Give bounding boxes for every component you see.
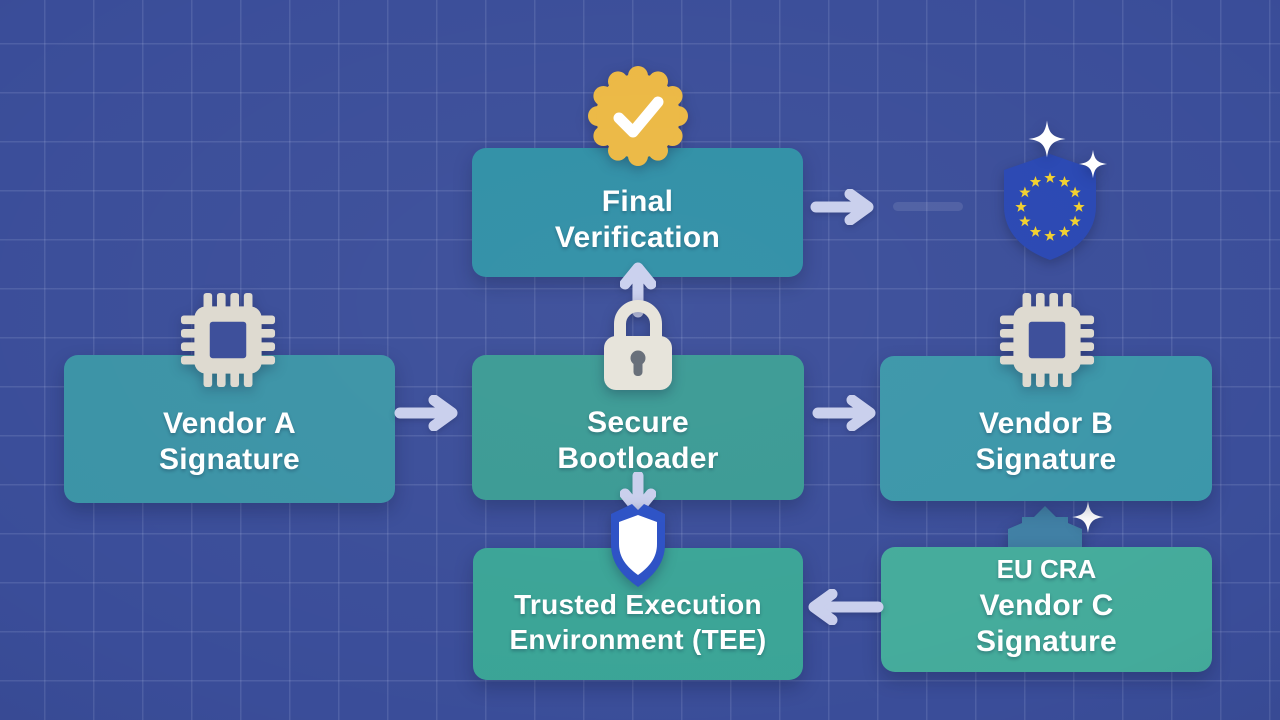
node-label: Environment (TEE) bbox=[509, 624, 767, 655]
eu-cra-tag: EU CRA bbox=[996, 554, 1097, 584]
node-vendor-c-signature: EU CRA Vendor C Signature bbox=[881, 547, 1212, 672]
chip-icon bbox=[180, 292, 276, 388]
node-label: Bootloader bbox=[557, 441, 719, 475]
node-label: Vendor A bbox=[163, 407, 296, 440]
arrow-bootloader-to-vendor-b bbox=[812, 395, 876, 431]
shield-icon bbox=[611, 504, 665, 587]
arrow-vendor-c-to-tee bbox=[808, 589, 884, 625]
node-vendor-a-signature: Vendor A Signature bbox=[64, 355, 395, 503]
arrow-vendor-a-to-bootloader bbox=[394, 395, 458, 431]
node-label: Trusted Execution bbox=[514, 589, 762, 620]
lock-icon bbox=[604, 300, 672, 390]
node-label: Signature bbox=[975, 442, 1117, 476]
node-label: Vendor C bbox=[979, 589, 1114, 622]
node-label: Verification bbox=[554, 220, 721, 254]
node-label: Signature bbox=[975, 625, 1118, 658]
node-label: Signature bbox=[158, 443, 301, 476]
sparkle-icon bbox=[1078, 149, 1108, 179]
node-final-verification: Final Verification bbox=[472, 148, 803, 277]
chip-icon bbox=[999, 292, 1095, 388]
sparkle-icon bbox=[1072, 501, 1104, 533]
node-label: Final bbox=[601, 184, 674, 218]
node-label: Secure bbox=[587, 405, 689, 439]
faded-connector-line bbox=[893, 202, 963, 211]
sparkle-icon bbox=[1028, 120, 1066, 158]
node-label: Vendor B bbox=[978, 406, 1114, 440]
eu-stars-shield-icon bbox=[1004, 154, 1096, 260]
arrow-final-verification-to-eu-shield bbox=[810, 189, 874, 225]
verified-seal-check-icon bbox=[588, 66, 688, 166]
node-vendor-b-signature: Vendor B Signature bbox=[880, 356, 1212, 501]
